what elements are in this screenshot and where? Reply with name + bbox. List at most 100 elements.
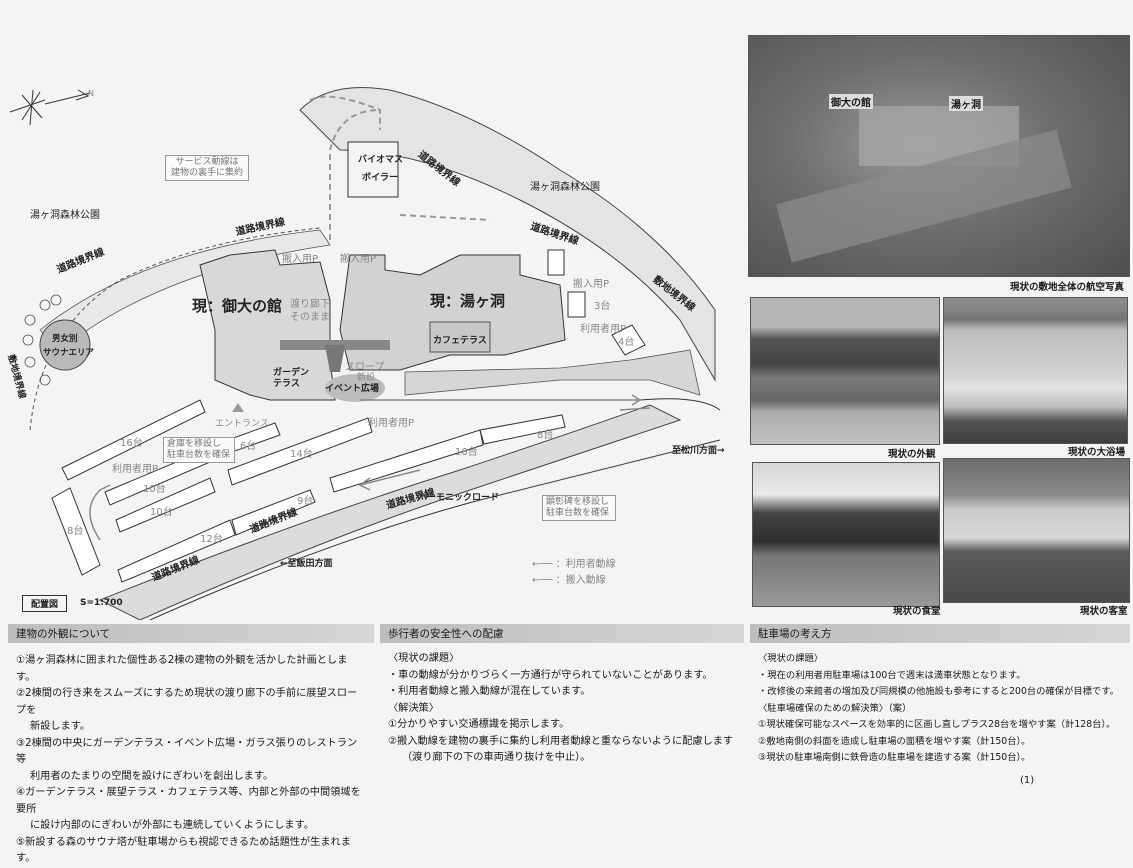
- entrance-marker: [232, 403, 244, 412]
- aerial-label-ootai: 御大の館: [829, 94, 873, 109]
- text-line: 〈現状の課題〉: [758, 653, 824, 664]
- guest-room-caption: 現状の客室: [1080, 606, 1128, 617]
- road-band-north: [299, 87, 716, 382]
- legend-delivery-route: ←── ：搬入動線: [532, 575, 606, 586]
- text-line: ①現状確保可能なスペースを効率的に区画し直しプラス28台を増やす案（計128台）…: [758, 719, 1116, 730]
- text-line: ・改修後の来館者の増加及び同規模の他施設も参考にすると200台の確保が目標です。: [758, 686, 1119, 697]
- building-yugahora-label: 現：湯ヶ洞: [430, 292, 506, 310]
- parking-12: [117, 519, 236, 583]
- text-line: ③現状の駐車場南側に鉄骨造の駐車場を建造する案（計150台）。: [758, 752, 1031, 763]
- text-line: ・車の動線が分かりづらく一方通行が守られていないことがあります。: [388, 669, 713, 681]
- garden-terrace-label-2: テラス: [273, 379, 300, 389]
- text-line: ④ガーデンテラス・展望テラス・カフェテラス等、内部と外部の中間領域を要所: [16, 787, 361, 815]
- dining-photo: [752, 462, 940, 607]
- text-line: 利用者のたまりの空間を設けにぎわいを創出します。: [30, 770, 274, 782]
- parking-count: 10台: [143, 484, 166, 495]
- parking-count: 6台: [240, 441, 257, 452]
- text-line: 〈解決策〉: [388, 702, 439, 714]
- delivery-parking-label: 搬入用P: [282, 254, 319, 265]
- parking-count: 16台: [455, 447, 478, 458]
- parking-14: [227, 417, 373, 486]
- aerial-label-yugahora: 湯ヶ洞: [949, 96, 983, 111]
- biomass-label-1: バイオマス: [358, 155, 404, 165]
- parking-count: 14台: [290, 449, 313, 460]
- exterior-caption: 現状の外観: [888, 449, 936, 460]
- sauna-label-1: 男女別: [52, 334, 78, 344]
- parking-count: 4台: [618, 337, 635, 348]
- biomass-label-2: ボイラー: [362, 173, 399, 183]
- parking-count: 9台: [297, 496, 314, 507]
- site-plan: N 湯ヶ洞森林公園 湯ヶ洞森林公園 サービス動線は 建物の裏手に集約 バイオマス…: [0, 0, 745, 620]
- park-label-left: 湯ヶ洞森林公園: [30, 210, 100, 221]
- biomass-boiler: [347, 141, 399, 198]
- section-title: 建物の外観について: [8, 624, 374, 643]
- parking-count: 10台: [150, 507, 173, 518]
- event-plaza: [325, 374, 385, 402]
- parking-count: 16台: [120, 438, 143, 449]
- section-parking: 駐車場の考え方 〈現状の課題〉 ・現在の利用者用駐車場は100台で週末は満車状態…: [750, 624, 1130, 794]
- note-line: サービス動線は: [175, 157, 239, 167]
- exterior-photo: [750, 297, 940, 445]
- service-route-note: サービス動線は 建物の裏手に集約: [165, 155, 249, 181]
- compass-north-label: N: [88, 89, 94, 98]
- text-line: ②2棟間の行き来をスムーズにするため現状の渡り廊下の手前に展望スロープを: [16, 688, 358, 716]
- compass-icon: [9, 89, 91, 126]
- parking-count: 12台: [200, 534, 223, 545]
- warehouse-note: 倉庫を移設し 駐車台数を確保: [163, 437, 235, 463]
- corridor-label-1: 渡り廊下: [290, 299, 330, 310]
- user-parking-label: 利用者用P: [368, 418, 415, 429]
- text-line: ②敷地南側の斜面を造成し駐車場の面積を増やす案（計150台）。: [758, 735, 1031, 747]
- garden-terrace-label-1: ガーデン: [273, 368, 310, 378]
- parking-8a: [51, 487, 101, 576]
- user-parking-label: 利用者用P: [112, 464, 159, 475]
- note-line: 駐車台数を確保: [546, 508, 610, 518]
- text-line: ⑤新設する森のサウナ塔が駐車場からも視認できるため話題性が生まれます。: [16, 836, 351, 865]
- site-plan-drawing: [9, 87, 721, 620]
- sauna-tower: [39, 319, 91, 371]
- plan-title: 配置図: [22, 595, 68, 612]
- text-line: ③2棟間の中央にガーデンテラス・イベント広場・ガラス張りのレストラン等: [16, 737, 358, 766]
- text-line: （渡り廊下の下の車両通り抜けを中止）。: [402, 752, 591, 763]
- aerial-caption: 現状の敷地全体の航空写真: [1010, 282, 1125, 293]
- delivery-parking-label: 搬入用P: [340, 254, 377, 265]
- note-line: 駐車台数を確保: [167, 450, 231, 460]
- text-line: ・利用者動線と搬入動線が混在しています。: [388, 686, 591, 697]
- bath-caption: 現状の大浴場: [1068, 447, 1126, 458]
- to-iida-label: ←至飯田方面: [280, 559, 333, 569]
- user-parking-label: 利用者用P: [580, 324, 627, 335]
- parking-16a: [61, 399, 206, 481]
- parking-count: 3台: [594, 301, 611, 312]
- text-line: ・現在の利用者用駐車場は100台で週末は満車状態となります。: [758, 669, 1026, 681]
- corridor-label-2: そのまま: [290, 312, 330, 323]
- sauna-label-2: サウナエリア: [43, 348, 95, 358]
- section-pedestrian-safety: 歩行者の安全性への配慮 〈現状の課題〉 ・車の動線が分かりづらく一方通行が守られ…: [380, 624, 744, 794]
- parking-3: [567, 291, 586, 318]
- parking-16b: [329, 429, 484, 493]
- note-line: 倉庫を移設し: [167, 439, 222, 449]
- text-line: に設け内部のにぎわいが外部にも連続していくようにします。: [30, 820, 314, 831]
- text-line: ①湯ヶ洞森林に囲まれた個性ある2棟の建物の外観を活かした計画とします。: [16, 655, 348, 683]
- monument-note: 顕彰碑を移設し 駐車台数を確保: [542, 495, 616, 521]
- section-title: 駐車場の考え方: [750, 624, 1130, 643]
- parking-4: [611, 324, 646, 356]
- building-ootai: [199, 249, 336, 401]
- building-ootai-label: 現：御大の館: [192, 297, 283, 315]
- to-matsukawa-label: 至松川方面→: [672, 446, 725, 456]
- park-label-right: 湯ヶ洞森林公園: [530, 182, 600, 193]
- parking-count: 8台: [537, 430, 554, 441]
- event-plaza-label: イベント広場: [325, 384, 380, 394]
- guest-room-photo: [943, 458, 1130, 603]
- page-number: (1): [1020, 775, 1035, 786]
- entrance-label: エントランス: [215, 419, 269, 429]
- slope-label-2: 新設: [357, 373, 376, 383]
- legend-user-route: ←── ：利用者動線: [532, 559, 616, 570]
- plan-scale: S=1:700: [80, 598, 123, 608]
- parking-10b: [115, 477, 216, 533]
- building-yugahora: [339, 254, 566, 371]
- slope-label-1: スロープ: [345, 362, 385, 373]
- parking-8b: [479, 414, 566, 445]
- text-line: ①分かりやすい交通標識を掲示します。: [388, 719, 570, 730]
- note-line: 建物の裏手に集約: [170, 168, 243, 178]
- note-line: 顕彰碑を移設し: [546, 497, 610, 507]
- aerial-photo: 御大の館 湯ヶ洞: [748, 35, 1130, 277]
